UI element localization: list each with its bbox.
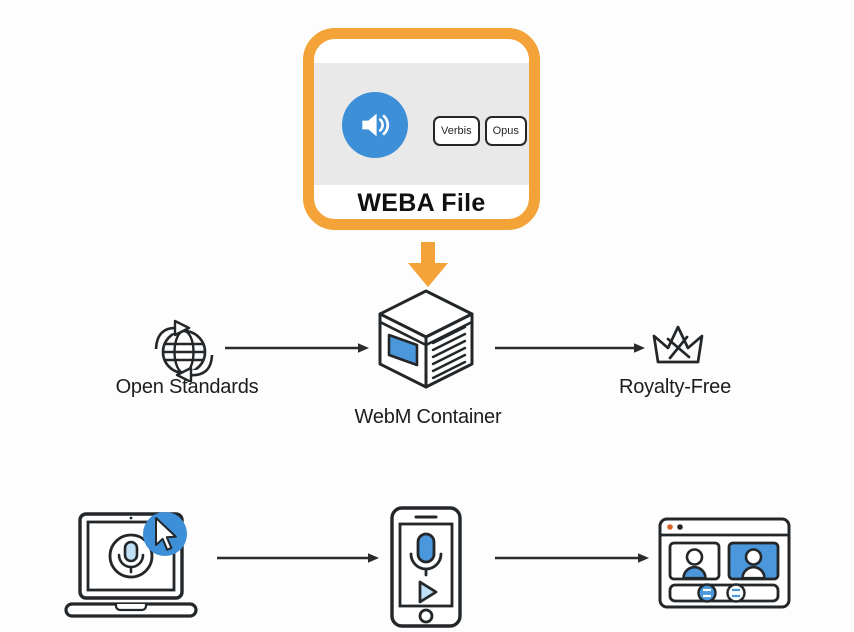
flow-label-open-standards: Open Standards <box>115 376 259 398</box>
down-arrow-icon <box>408 242 448 287</box>
weba-file-card: Verbis Opus WEBA File <box>303 28 540 230</box>
crossed-crown-icon <box>652 325 704 364</box>
card-media-panel: Verbis Opus <box>314 63 529 185</box>
video-call-window-icon <box>658 517 791 609</box>
flow-label-royalty-free: Royalty-Free <box>618 376 732 398</box>
flow-arrow-icon <box>495 553 649 563</box>
audio-speaker-icon <box>342 92 408 158</box>
weba-file-title: WEBA File <box>357 189 486 217</box>
flow-arrow-icon <box>217 553 379 563</box>
codec-chip-opus: Opus <box>484 116 527 146</box>
webm-cube-icon <box>378 289 474 389</box>
codec-chips: Verbis Opus <box>433 116 527 146</box>
flow-label-webm-container: WebM Container <box>354 406 502 428</box>
codec-chip-verbis: Verbis <box>433 116 480 146</box>
flow-arrow-icon <box>225 343 369 353</box>
laptop-recording-icon <box>64 512 198 618</box>
globe-sync-icon <box>151 319 217 382</box>
flow-arrow-icon <box>495 343 645 353</box>
phone-recording-icon <box>390 506 462 628</box>
